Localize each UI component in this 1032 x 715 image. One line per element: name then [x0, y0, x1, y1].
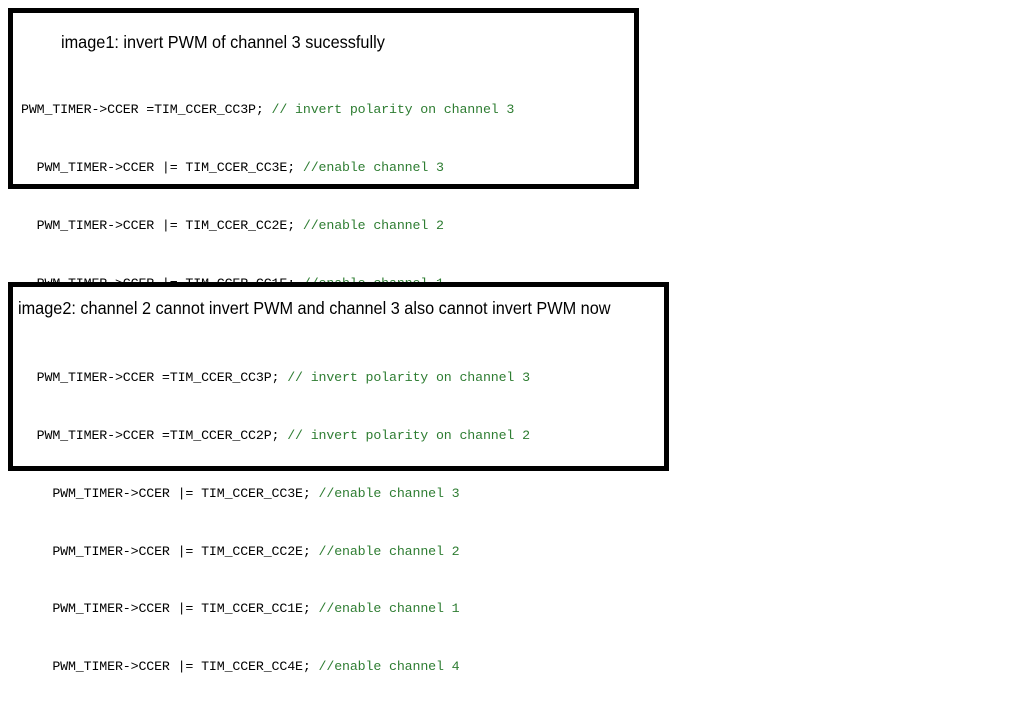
code-comment: //enable channel 4: [318, 659, 460, 675]
code-text: PWM_TIMER->CCER |= TIM_CCER_CC3E;: [21, 485, 319, 501]
code-comment: //enable channel 1: [318, 601, 460, 617]
code-comment: //enable channel 3: [302, 159, 444, 175]
code-text: PWM_TIMER->CCER |= TIM_CCER_CC1E;: [21, 601, 319, 617]
code-text: PWM_TIMER->CCER =TIM_CCER_CC3P;: [21, 101, 272, 117]
code-line: PWM_TIMER->CCER |= TIM_CCER_CC2E; //enab…: [21, 542, 664, 561]
code-line: PWM_TIMER->CCER |= TIM_CCER_CC3E; //enab…: [21, 158, 634, 177]
code-text: PWM_TIMER->CCER =TIM_CCER_CC3P;: [21, 369, 288, 385]
code-line: PWM_TIMER->CCER =TIM_CCER_CC2P; // inver…: [21, 426, 664, 445]
code-comment: //enable channel 2: [302, 217, 444, 233]
code-text: PWM_TIMER->CCER |= TIM_CCER_CC2E;: [21, 543, 319, 559]
code-comment: //enable channel 2: [318, 543, 460, 559]
box-2-title: image2: channel 2 cannot invert PWM and …: [18, 298, 611, 318]
code-comment: // invert polarity on channel 3: [287, 369, 530, 385]
code-text: PWM_TIMER->CCER =TIM_CCER_CC2P;: [21, 427, 288, 443]
code-text: PWM_TIMER->CCER |= TIM_CCER_CC2E;: [21, 217, 303, 233]
code-snippet-box-1: image1: invert PWM of channel 3 sucessfu…: [8, 8, 639, 348]
code-comment: // invert polarity on channel 3: [271, 101, 515, 117]
code-text: PWM_TIMER->CCER |= TIM_CCER_CC4E;: [21, 659, 319, 675]
code-comment: // invert polarity on channel 2: [287, 427, 530, 443]
code-line: PWM_TIMER->CCER =TIM_CCER_CC3P; // inver…: [21, 100, 634, 119]
code-line: PWM_TIMER->CCER =TIM_CCER_CC3P; // inver…: [21, 368, 664, 387]
code-line: PWM_TIMER->CCER |= TIM_CCER_CC1E; //enab…: [21, 599, 664, 618]
box-2-code-block: PWM_TIMER->CCER =TIM_CCER_CC3P; // inver…: [21, 329, 664, 715]
code-snippet-box-2: image2: channel 2 cannot invert PWM and …: [8, 282, 669, 674]
code-line: PWM_TIMER->CCER |= TIM_CCER_CC3E; //enab…: [21, 484, 664, 503]
box-1-title: image1: invert PWM of channel 3 sucessfu…: [61, 32, 385, 52]
code-line: PWM_TIMER->CCER |= TIM_CCER_CC4E; //enab…: [21, 657, 664, 676]
code-line: PWM_TIMER->CCER |= TIM_CCER_CC2E; //enab…: [21, 216, 634, 235]
code-text: PWM_TIMER->CCER |= TIM_CCER_CC3E;: [21, 159, 303, 175]
code-comment: //enable channel 3: [318, 485, 460, 501]
